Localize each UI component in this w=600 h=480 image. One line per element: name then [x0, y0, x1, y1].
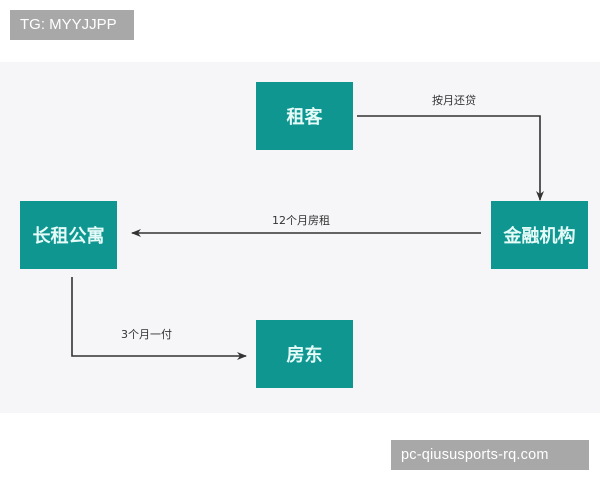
watermark-bottom: pc-qiususports-rq.com — [391, 440, 589, 470]
node-apartment: 长租公寓 — [20, 201, 117, 269]
node-finance: 金融机构 — [491, 201, 588, 269]
node-apartment-label: 长租公寓 — [32, 226, 105, 247]
node-landlord: 房东 — [256, 320, 353, 388]
node-landlord-label: 房东 — [286, 345, 323, 366]
edge-label-3-months-payment: 3个月一付 — [121, 328, 172, 341]
edge-label-12-months-rent: 12个月房租 — [272, 214, 330, 227]
node-tenant-label: 租客 — [286, 107, 323, 128]
node-finance-label: 金融机构 — [503, 226, 576, 247]
edge-label-monthly-repay: 按月还贷 — [432, 94, 476, 107]
watermark-top: TG: MYYJJPP — [10, 10, 134, 40]
node-tenant: 租客 — [256, 82, 353, 150]
